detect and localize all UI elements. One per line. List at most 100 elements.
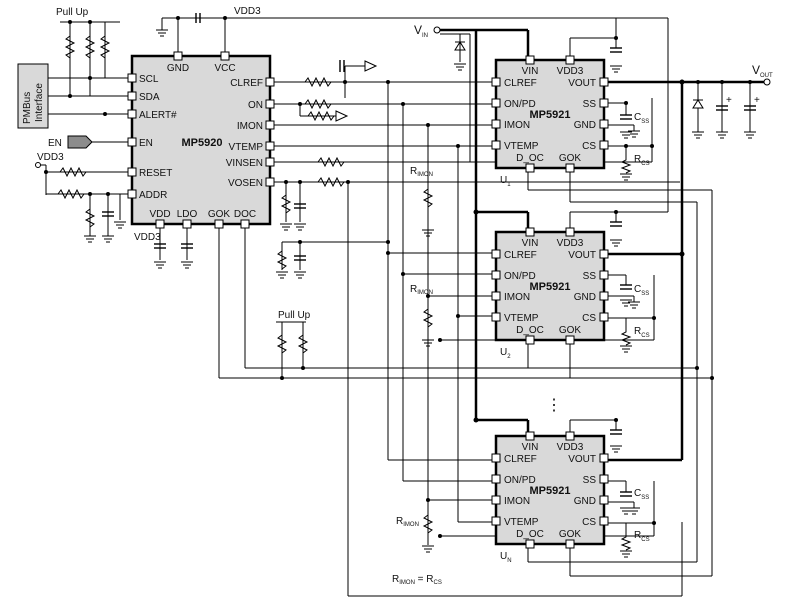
controller-pin-label: SCL bbox=[139, 74, 159, 85]
controller-pin-label: SDA bbox=[139, 92, 160, 103]
controller-pin-label: EN bbox=[139, 138, 153, 149]
stage-pin-label: IMON bbox=[504, 120, 530, 131]
vin-label: VIN bbox=[414, 23, 428, 39]
pin-pad bbox=[525, 539, 535, 549]
stage-pin-label: CLREF bbox=[504, 454, 537, 465]
rimon-label: RIMON bbox=[396, 516, 419, 528]
pin-pad bbox=[525, 335, 535, 345]
stage-pin-label: D_OC bbox=[516, 325, 544, 336]
pin-pad bbox=[599, 453, 609, 463]
stage-name: MP5921 bbox=[530, 485, 571, 497]
passive-components bbox=[57, 32, 632, 551]
pmbus-interface-box: PMBus Interface bbox=[17, 63, 49, 129]
stage-pin-label: SS bbox=[583, 99, 597, 110]
vdd3-bottom-label: VDD3 bbox=[134, 232, 161, 243]
rcs-label: RCS bbox=[634, 326, 650, 339]
pin-pad bbox=[240, 219, 250, 229]
pin-pad bbox=[565, 163, 575, 173]
pin-pad bbox=[265, 77, 275, 87]
pin-pad bbox=[491, 270, 501, 280]
pin-pad bbox=[155, 219, 165, 229]
css-label: CSS bbox=[634, 488, 649, 501]
stage-pin-label: CLREF bbox=[504, 78, 537, 89]
stage-pin-label: CLREF bbox=[504, 250, 537, 261]
stage-pin-label: GOK bbox=[559, 153, 582, 164]
controller-pin-label: ADDR bbox=[139, 190, 167, 201]
stage-pin-label: SS bbox=[583, 475, 597, 486]
stage-pin-label: VTEMP bbox=[504, 517, 539, 528]
controller-pin-label: DOC bbox=[234, 209, 256, 220]
pin-pad bbox=[491, 474, 501, 484]
pin-pad bbox=[491, 516, 501, 526]
polarity-marks: + + bbox=[726, 95, 760, 106]
pin-pad bbox=[525, 431, 535, 441]
pin-pad bbox=[599, 474, 609, 484]
rcs-label: RCS bbox=[634, 530, 650, 543]
pin-pad bbox=[599, 98, 609, 108]
en-label: EN bbox=[48, 138, 62, 149]
stage-pin-label: VIN bbox=[522, 442, 539, 453]
pin-pad bbox=[565, 431, 575, 441]
stage-pin-label: VIN bbox=[522, 238, 539, 249]
junction-dots bbox=[44, 16, 752, 538]
pin-pad bbox=[173, 51, 183, 61]
pullup-mid-label: Pull Up bbox=[278, 310, 311, 321]
power-stage-body bbox=[494, 434, 606, 546]
power-stage-body bbox=[494, 230, 606, 342]
pin-pad bbox=[599, 270, 609, 280]
pin-pad bbox=[127, 73, 137, 83]
vout-label: VOUT bbox=[752, 63, 773, 79]
pin-pad bbox=[491, 291, 501, 301]
pin-pad bbox=[599, 140, 609, 150]
pmbus-label-line1: PMBus bbox=[22, 92, 33, 124]
pullup-top-label: Pull Up bbox=[56, 7, 89, 18]
css-label: CSS bbox=[634, 284, 649, 297]
en-input: EN bbox=[48, 135, 128, 149]
stage-pin-label: VDD3 bbox=[557, 442, 584, 453]
controller-pin-label: VINSEN bbox=[226, 158, 263, 169]
terminals bbox=[35, 26, 771, 168]
controller-pin-label: ON bbox=[248, 100, 263, 111]
diodes bbox=[454, 34, 704, 109]
pin-pad bbox=[265, 157, 275, 167]
controller-pin-label: CLREF bbox=[230, 78, 263, 89]
stage-pin-label: GND bbox=[574, 496, 596, 507]
stage-pin-label: GND bbox=[574, 120, 596, 131]
pin-pad bbox=[491, 140, 501, 150]
pin-pad bbox=[525, 163, 535, 173]
stage-pin-label: GOK bbox=[559, 325, 582, 336]
stage-pin-label: GOK bbox=[559, 529, 582, 540]
pin-pad bbox=[565, 539, 575, 549]
stage-pin-label: CS bbox=[582, 141, 596, 152]
controller-pin-label: VDD bbox=[149, 209, 170, 220]
controller-pin-label: GOK bbox=[208, 209, 231, 220]
pin-pad bbox=[127, 91, 137, 101]
stage-unit-label: U2 bbox=[500, 347, 511, 360]
controller-pin-label: LDO bbox=[177, 209, 198, 220]
rimon-equals-rcs: RIMON = RCS bbox=[392, 574, 442, 586]
stage-pin-label: SS bbox=[583, 271, 597, 282]
pin-pad bbox=[491, 495, 501, 505]
pin-pad bbox=[127, 137, 137, 147]
pin-pad bbox=[220, 51, 230, 61]
stage-pin-label: GND bbox=[574, 292, 596, 303]
stage-ellipsis: ⋮ bbox=[546, 397, 562, 414]
pin-pad bbox=[491, 77, 501, 87]
stage-pin-label: VDD3 bbox=[557, 238, 584, 249]
pin-pad bbox=[265, 99, 275, 109]
chip-layer: SCLSDAALERT#ENRESETADDRCLREFONIMONVTEMPV… bbox=[127, 51, 650, 564]
controller-body bbox=[130, 54, 272, 226]
pin-pad bbox=[599, 291, 609, 301]
pin-pad bbox=[182, 219, 192, 229]
stage-unit-label: U1 bbox=[500, 175, 511, 188]
pin-pad bbox=[565, 55, 575, 65]
svg-text:+: + bbox=[726, 95, 732, 106]
pin-pad bbox=[491, 98, 501, 108]
stage-pin-label: ON/PD bbox=[504, 475, 536, 486]
pin-pad bbox=[565, 335, 575, 345]
thin-wires bbox=[38, 17, 751, 597]
stage-pin-label: D_OC bbox=[516, 153, 544, 164]
